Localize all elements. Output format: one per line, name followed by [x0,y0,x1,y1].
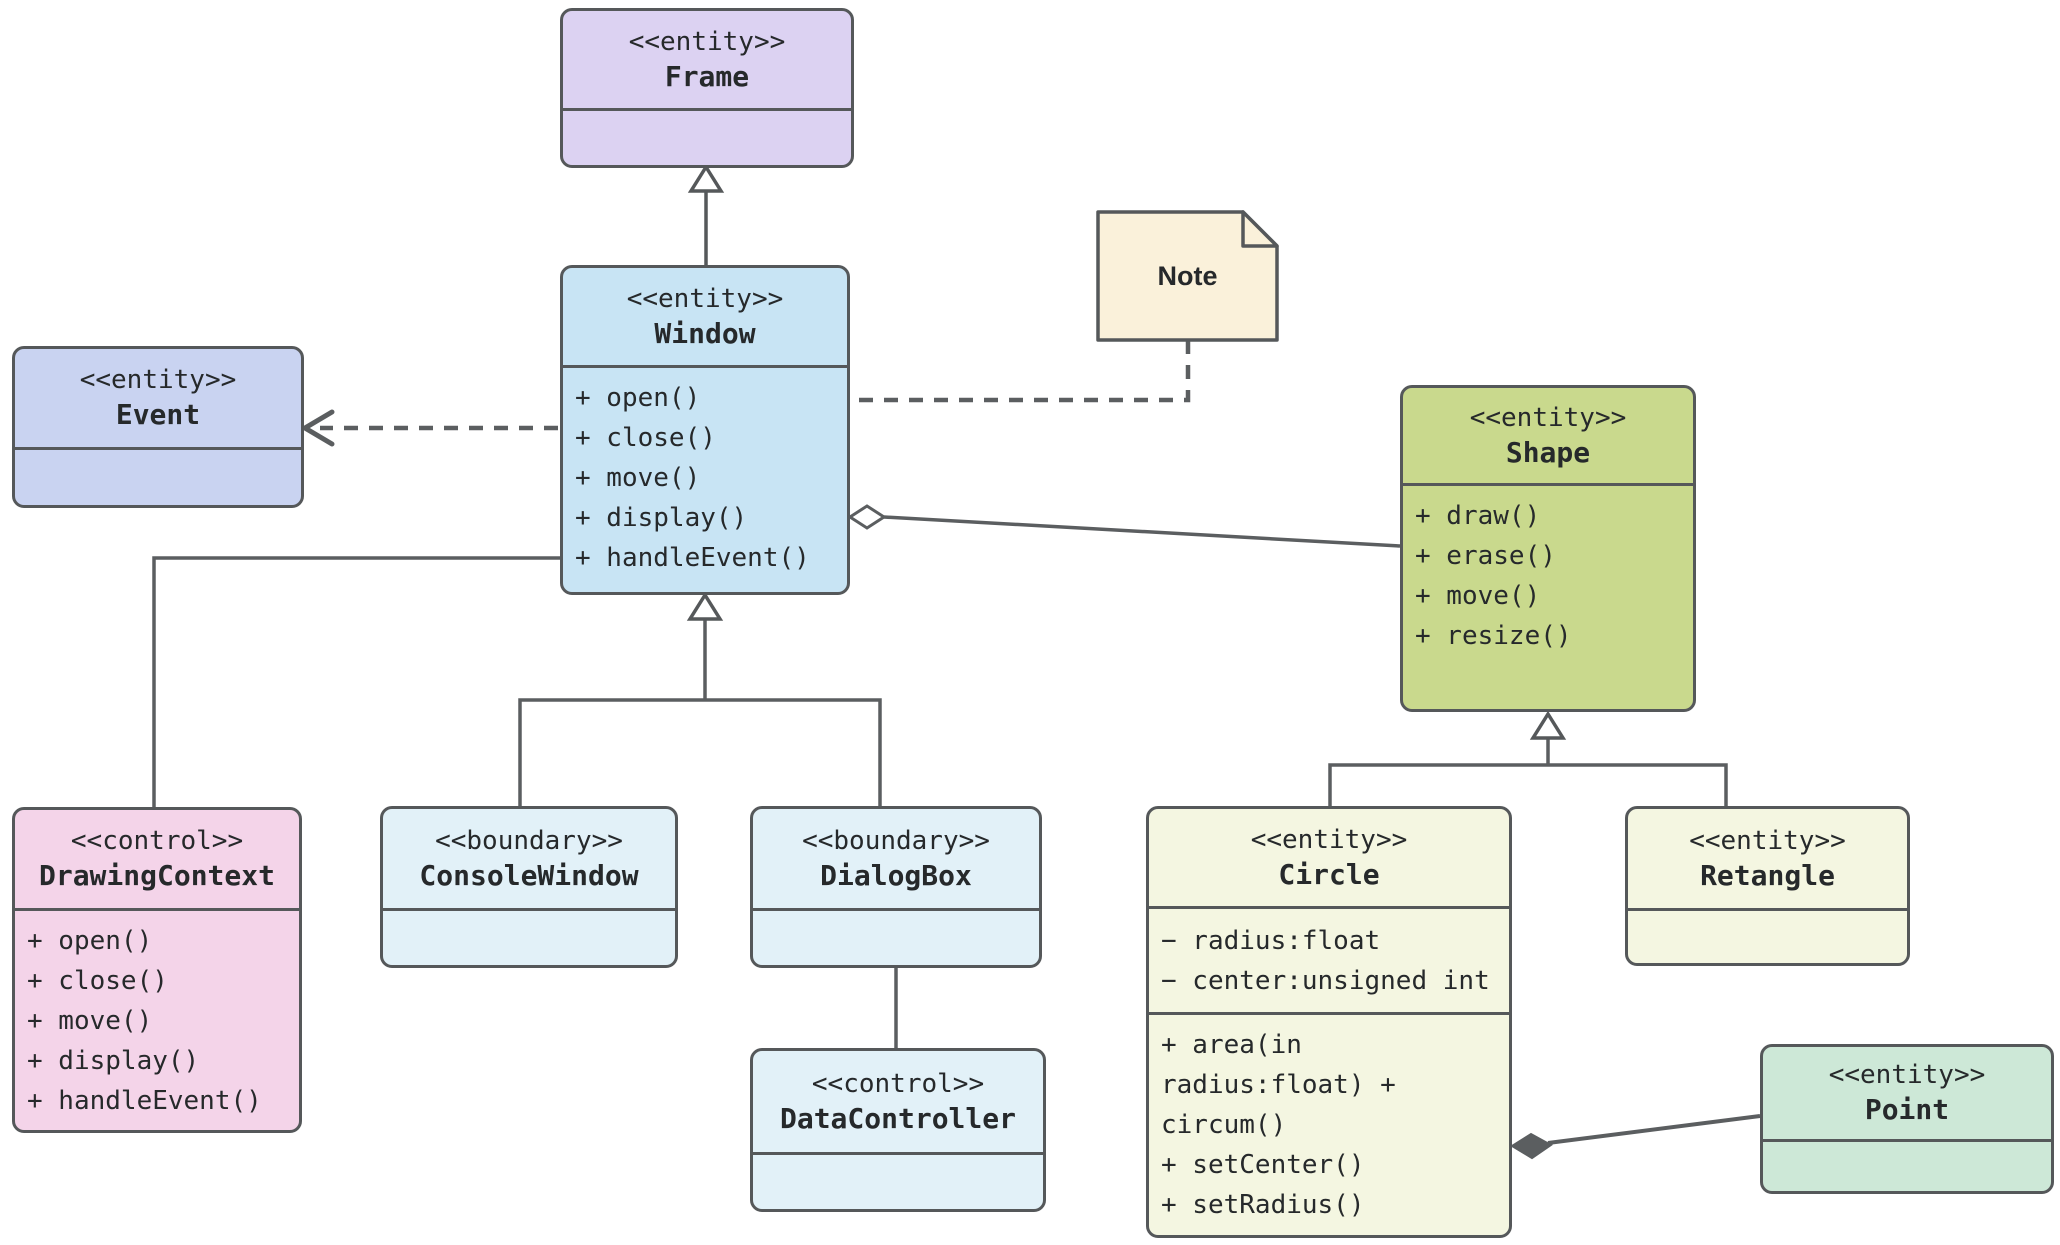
stereotype-label: <<entity>> [79,365,237,395]
methods-compartment: + draw() + erase() + move() + resize() [1403,486,1693,709]
class-name-label: Window [654,316,756,350]
method-row: + erase() [1415,541,1556,571]
stereotype-label: <<control>> [811,1068,985,1099]
method-row: + display() [575,503,748,533]
class-name-label: ConsoleWindow [419,858,639,892]
class-name-label: DrawingContext [38,859,275,892]
stereotype-label: <<boundary>> [802,825,990,856]
class-name-label: DataController [779,1101,1016,1135]
attributes-compartment: − radius:float − center:unsigned int [1149,909,1509,1015]
stereotype-label: <<boundary>> [435,825,623,856]
empty-compartment [15,450,301,505]
edge-composition-circle-point [1510,1114,1761,1160]
class-title-compartment: <<entity>> Frame [563,11,851,111]
class-title-compartment: <<control>> DrawingContext [15,810,299,911]
class-frame[interactable]: <<entity>> Frame [560,8,854,168]
stereotype-label: <<entity>> [1250,824,1408,855]
composition-diamond-icon [1510,1132,1553,1160]
class-name-label: Shape [1505,435,1591,469]
class-title-compartment: <<boundary>> ConsoleWindow [383,809,675,911]
method-row: + close() [575,423,716,453]
methods-compartment: + area(in radius:float) + circum() + set… [1149,1015,1509,1235]
class-window[interactable]: <<entity>> Window + open() + close() + m… [560,265,850,595]
class-consolewindow[interactable]: <<boundary>> ConsoleWindow [380,806,678,968]
class-name-label: Frame [664,59,750,93]
methods-compartment: + open() + close() + move() + display() … [15,911,299,1131]
class-title-compartment: <<entity>> Shape [1403,388,1693,486]
edge-aggregation-window-shape [847,504,1401,548]
stereotype-label: <<entity>> [628,26,786,57]
class-title-compartment: <<entity>> Retangle [1628,809,1907,911]
method-row: + move() [575,463,701,493]
aggregation-diamond-icon [847,504,887,530]
stereotype-label: <<entity>> [1828,1060,1986,1090]
method-row: + open() [575,383,701,413]
edge-generalization-subshapes [1328,710,1728,806]
class-title-compartment: <<entity>> Event [15,349,301,450]
class-circle[interactable]: <<entity>> Circle − radius:float − cente… [1146,806,1512,1238]
class-title-compartment: <<entity>> Circle [1149,809,1509,909]
method-row: + setRadius() [1161,1190,1365,1220]
method-row: + setCenter() [1161,1150,1365,1180]
class-title-compartment: <<entity>> Point [1763,1047,2051,1142]
inheritance-arrow-icon [1529,710,1567,740]
note-label: Note [1157,260,1218,291]
class-shape[interactable]: <<entity>> Shape + draw() + erase() + mo… [1400,385,1696,712]
method-row: + move() [27,1006,153,1036]
stereotype-label: <<control>> [70,826,244,856]
class-retangle[interactable]: <<entity>> Retangle [1625,806,1910,966]
class-dialogbox[interactable]: <<boundary>> DialogBox [750,806,1042,968]
empty-compartment [1628,911,1907,963]
inheritance-arrow-icon [686,591,724,621]
method-row: + display() [27,1046,200,1076]
class-drawingcontext[interactable]: <<control>> DrawingContext + open() + cl… [12,807,302,1133]
note-fold-icon [1241,210,1279,248]
class-name-label: DialogBox [820,858,972,892]
edge-generalization-subwindows [518,591,882,806]
edge-dependency-window-event [300,409,558,447]
method-row: + open() [27,926,153,956]
edge-note-anchor [850,340,1191,403]
method-row: + handleEvent() [27,1086,262,1116]
inheritance-arrow-icon [687,163,725,193]
stereotype-label: <<entity>> [1469,402,1627,433]
note-shape[interactable] [1096,210,1279,342]
class-datacontroller[interactable]: <<control>> DataController [750,1048,1046,1212]
class-name-label: Event [115,398,201,431]
class-name-label: Circle [1278,857,1380,891]
empty-compartment [753,1155,1043,1209]
class-title-compartment: <<entity>> Window [563,268,847,368]
attribute-row: − radius:float [1161,926,1381,956]
method-row: + handleEvent() [575,543,810,573]
method-row: + area(in radius:float) + circum() [1161,1030,1396,1140]
method-row: + move() [1415,581,1541,611]
empty-compartment [1763,1142,2051,1191]
class-event[interactable]: <<entity>> Event [12,346,304,508]
attribute-row: − center:unsigned int [1161,966,1490,996]
empty-compartment [753,911,1039,965]
stereotype-label: <<entity>> [1689,825,1846,856]
class-title-compartment: <<boundary>> DialogBox [753,809,1039,911]
open-arrowhead-icon [300,409,335,447]
class-name-label: Retangle [1700,858,1835,892]
class-title-compartment: <<control>> DataController [753,1051,1043,1155]
method-row: + draw() [1415,501,1541,531]
method-row: + close() [27,966,168,996]
edge-generalization-window-frame [687,163,725,265]
class-point[interactable]: <<entity>> Point [1760,1044,2054,1194]
stereotype-label: <<entity>> [626,283,784,314]
methods-compartment: + open() + close() + move() + display() … [563,368,847,592]
method-row: + resize() [1415,621,1572,651]
empty-compartment [383,911,675,965]
class-name-label: Point [1864,1093,1950,1126]
empty-compartment [563,111,851,165]
edge-association-window-drawingcontext [152,556,560,807]
